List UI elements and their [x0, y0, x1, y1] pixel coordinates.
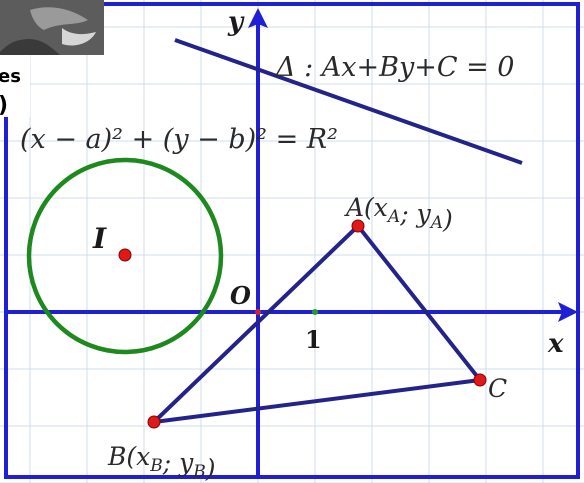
point-A-label: A(xA; yA): [344, 193, 453, 234]
point-I-label: I: [92, 222, 107, 255]
point-C-label: C: [488, 374, 507, 403]
unit-tick-label: 1: [305, 325, 322, 354]
frame-border: [4, 2, 580, 479]
point-B-label: B(xB; yB): [107, 442, 216, 483]
y-axis-label: y: [227, 7, 245, 37]
point-A: [351, 219, 365, 233]
photo-caption-bracket: ): [0, 93, 8, 118]
line-delta: [174, 38, 523, 165]
unit-tick-marker: [312, 309, 318, 315]
circle-shape: [26, 157, 224, 355]
point-I: [118, 248, 132, 262]
corner-photo-fragment: es ): [0, 0, 104, 118]
circle-equation-label: (x − a)² + (y − b)² = R²: [20, 124, 338, 155]
photo-caption-text: es: [0, 66, 21, 87]
origin-marker: [255, 309, 261, 315]
y-axis-arrow-icon: [248, 8, 268, 28]
point-B: [147, 415, 161, 429]
origin-label: O: [230, 281, 251, 310]
point-C: [473, 373, 487, 387]
line-equation-label: Δ : Ax+By+C = 0: [275, 52, 514, 83]
x-axis-label: x: [547, 329, 564, 359]
triangle-ABC: [152, 224, 482, 424]
x-axis-arrow-icon: [558, 302, 578, 322]
